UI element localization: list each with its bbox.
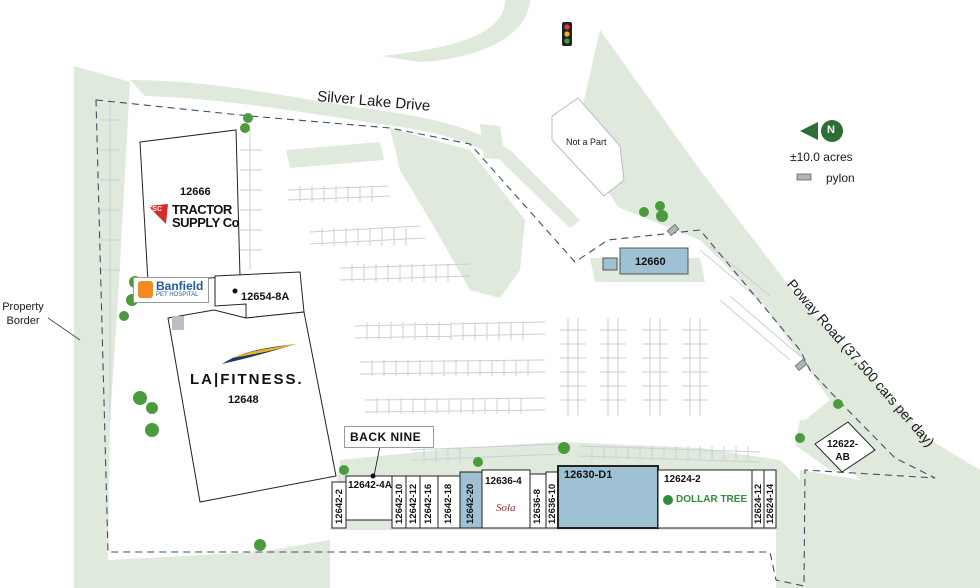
unit-12642-4a-label: 12642-4A bbox=[348, 480, 392, 491]
property-border-line1: Property bbox=[2, 301, 44, 313]
unit-12654-8a-dot bbox=[232, 288, 238, 294]
property-border-line bbox=[95, 99, 936, 587]
unit-12642-20-label: 12642-20 bbox=[465, 483, 476, 524]
sola-logo: Sola bbox=[496, 502, 516, 514]
property-border-label: Property Border bbox=[0, 300, 46, 328]
pylon-label: pylon bbox=[826, 171, 855, 185]
back-nine-logo: BACK NINE bbox=[344, 426, 434, 448]
unit-12642-16-label: 12642-16 bbox=[423, 483, 434, 524]
pad-12622-line2: AB bbox=[835, 452, 850, 463]
banfield-sub: PET HOSPITAL bbox=[156, 292, 199, 298]
pad-12622-label: 12622- AB bbox=[827, 438, 858, 464]
tractor-supply-unit: 12666 bbox=[180, 186, 211, 198]
parking-row-1 bbox=[287, 185, 391, 202]
tractor-supply-logo-line1: TRACTOR bbox=[172, 202, 232, 217]
banfield-icon bbox=[138, 281, 153, 298]
unit-12636-10-label: 12636-10 bbox=[547, 483, 558, 524]
not-a-part-label: Not a Part bbox=[566, 137, 607, 147]
pylon-markers bbox=[666, 173, 812, 372]
gray-pad bbox=[172, 316, 184, 330]
pad-12660-small bbox=[602, 257, 618, 271]
pad-12622-building bbox=[814, 421, 876, 473]
unit-12630-d1-label: 12630-D1 bbox=[564, 469, 613, 481]
la-fitness-unit: 12648 bbox=[228, 394, 259, 406]
dollar-tree-logo: DOLLAR TREE bbox=[676, 494, 748, 505]
tractor-supply-logo-line2: SUPPLY Co bbox=[172, 215, 240, 230]
traffic-light-icon bbox=[562, 22, 572, 46]
parking-stalls bbox=[100, 100, 801, 463]
banfield-name: Banfield bbox=[156, 279, 204, 293]
not-a-part-building bbox=[551, 97, 625, 197]
la-fitness-swoosh-accent bbox=[232, 344, 296, 358]
la-fitness-building bbox=[167, 309, 337, 503]
tsc-badge-text: TSC bbox=[148, 206, 162, 213]
unit-12654-8a-label: 12654-8A bbox=[241, 291, 290, 303]
dollar-tree-icon bbox=[663, 495, 673, 505]
pad-12660-label: 12660 bbox=[635, 256, 666, 268]
unit-12636-8-label: 12636-8 bbox=[532, 489, 543, 524]
property-border-line2: Border bbox=[6, 315, 40, 327]
pad-12622-line1: 12622- bbox=[827, 439, 859, 450]
trees bbox=[119, 113, 843, 551]
tsc-badge-shape bbox=[148, 204, 168, 224]
retail-strip bbox=[331, 465, 777, 529]
back-nine-leader bbox=[373, 445, 381, 477]
unit-12624-2-label: 12624-2 bbox=[664, 474, 701, 485]
north-arrow-icon bbox=[800, 120, 843, 142]
unit-12642-10-label: 12642-10 bbox=[394, 483, 405, 524]
la-fitness-logo: LA|FITNESS. bbox=[190, 371, 304, 388]
acres-label: ±10.0 acres bbox=[790, 150, 853, 164]
unit-12624-14-label: 12624-14 bbox=[765, 483, 776, 524]
unit-12642-12-label: 12642-12 bbox=[408, 483, 419, 524]
property-border-leader bbox=[47, 317, 81, 341]
unit-12642-18-label: 12642-18 bbox=[443, 483, 454, 524]
unit-12636-4-label: 12636-4 bbox=[485, 476, 522, 487]
back-nine-text: BACK NINE bbox=[350, 430, 422, 444]
unit-12624-12-label: 12624-12 bbox=[753, 483, 764, 524]
north-label: N bbox=[827, 124, 835, 136]
unit-12642-2-label: 12642-2 bbox=[334, 489, 345, 524]
banfield-logo: Banfield PET HOSPITAL bbox=[133, 277, 209, 303]
pad-12660-building bbox=[619, 247, 689, 275]
